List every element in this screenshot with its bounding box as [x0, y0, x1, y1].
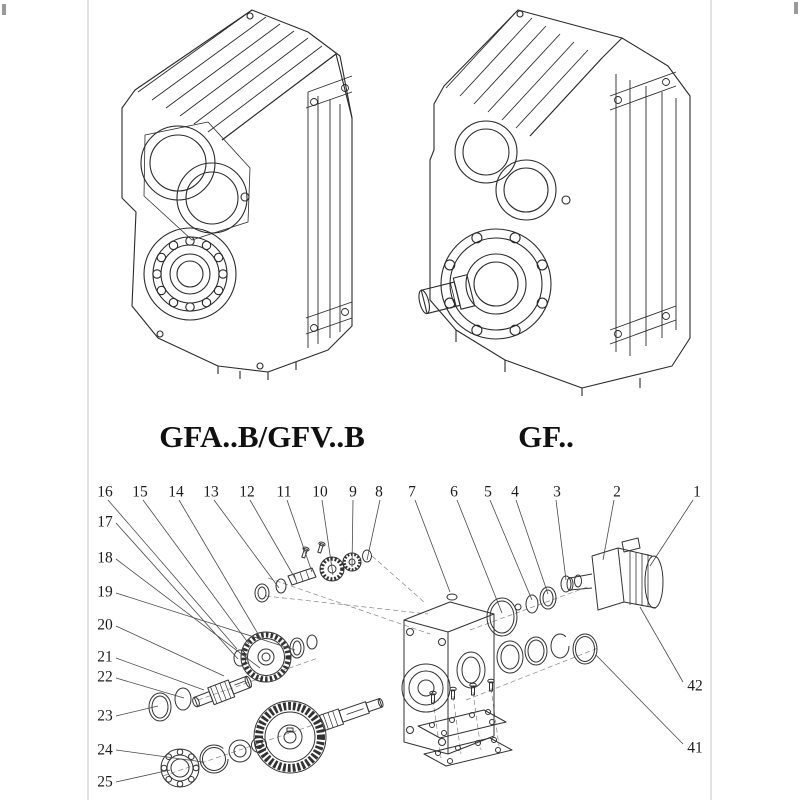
leader-lines-layer — [107, 499, 694, 783]
scan-artifact — [794, 2, 798, 14]
leader-line-24 — [115, 749, 204, 763]
leader-line-42 — [639, 606, 684, 683]
left-model-label: GFA..B/GFV..B — [159, 419, 365, 454]
cover-gasket-parts — [417, 678, 513, 767]
leader-line-4 — [515, 499, 549, 595]
leader-line-21 — [115, 657, 205, 691]
left-detail-screws — [156, 12, 297, 380]
leader-line-1 — [649, 499, 694, 567]
bearing-ring-parts — [496, 633, 598, 674]
leader-line-22 — [115, 677, 185, 699]
right-output-shaft — [418, 274, 476, 315]
leader-line-17 — [115, 522, 239, 660]
intermediate-gear-parts — [233, 631, 318, 683]
right-output-flange — [440, 228, 552, 340]
leader-line-3 — [555, 499, 567, 581]
left-flange-column — [305, 75, 353, 348]
right-detail-screws — [455, 10, 641, 396]
leader-line-23 — [115, 705, 159, 717]
output-shaft-part — [318, 698, 384, 732]
bearing-washer-parts — [160, 737, 267, 788]
leader-line-15 — [142, 499, 250, 645]
leader-line-8 — [366, 499, 381, 561]
page-right-edge-line — [710, 0, 712, 800]
construction-lines — [162, 555, 599, 777]
leader-line-41 — [595, 654, 684, 745]
leader-line-13 — [213, 499, 280, 589]
leader-line-20 — [115, 625, 225, 677]
input-gear-cluster-parts — [254, 541, 372, 603]
right-gearbox-drawing — [418, 9, 691, 396]
leader-line-25 — [115, 769, 171, 783]
leader-line-7 — [414, 499, 451, 593]
leader-line-9 — [351, 499, 354, 568]
leader-line-18 — [115, 558, 261, 669]
right-flange-column — [609, 71, 677, 356]
leader-line-11 — [286, 499, 313, 573]
left-output-bearing — [143, 227, 237, 321]
left-gearbox-drawing — [121, 9, 353, 380]
output-gear-part — [253, 700, 327, 774]
leader-line-12 — [249, 499, 297, 581]
page-left-edge-line — [87, 0, 89, 800]
leader-line-10 — [321, 499, 334, 576]
leader-line-2 — [602, 499, 615, 561]
left-bore-circles — [140, 121, 251, 241]
leader-line-6 — [456, 499, 503, 614]
leader-line-19 — [115, 592, 296, 651]
right-bore-circles — [454, 120, 571, 221]
leader-line-14 — [178, 499, 262, 640]
input-shaft-part — [148, 675, 252, 722]
leader-line-5 — [489, 499, 533, 601]
right-model-label: GF.. — [518, 419, 574, 454]
scan-artifact — [2, 4, 6, 15]
right-cooling-ribs — [445, 9, 623, 137]
motor-part — [560, 537, 664, 611]
left-cooling-ribs — [137, 9, 353, 141]
exploded-view-drawing — [107, 499, 694, 788]
input-seal-parts — [486, 586, 557, 637]
leader-line-16 — [107, 499, 238, 650]
housing-part — [401, 593, 495, 755]
